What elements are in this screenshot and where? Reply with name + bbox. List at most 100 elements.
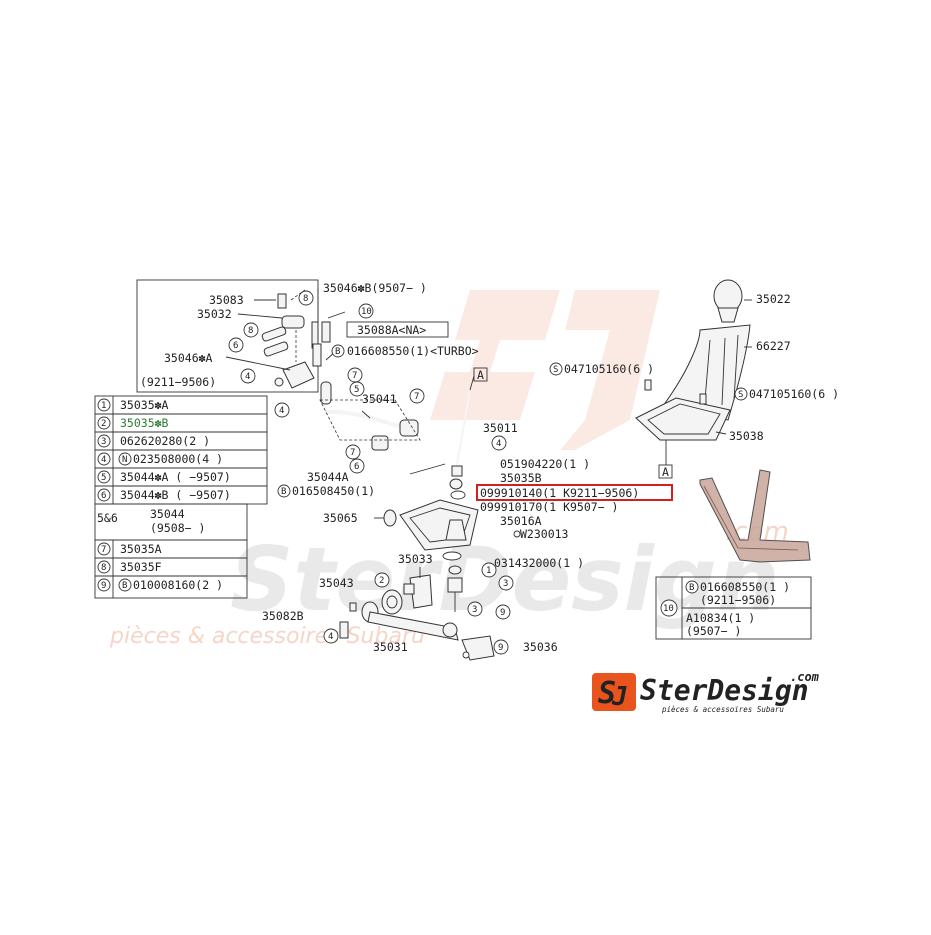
label-047105160-b: 047105160(6 ): [749, 387, 839, 401]
logo-com: .com: [790, 670, 820, 684]
legend-row-9-prefix-circle: [118, 578, 132, 592]
label-W230013: W230013: [520, 527, 569, 541]
legend-row-4-prefix-number: N: [122, 455, 127, 465]
legend-row-1-text: 35035✽A: [120, 398, 169, 412]
legend-row-8-circle: [97, 560, 111, 574]
legend-row-2-number: 2: [101, 419, 106, 429]
sterdesign-logo: S J SterDesign .com pièces & accessoires…: [592, 670, 820, 714]
callout-circles: 8 8 6 4 4 10 7 5 7 7 6 4 2 3 1 3 9 9 4: [228, 290, 514, 655]
label-35082B: 35082B: [262, 609, 304, 623]
svg-text:2: 2: [379, 576, 384, 586]
label-35038: 35038: [729, 429, 764, 443]
label-35046B: 35046✽B(9507− ): [323, 281, 427, 295]
part-35083-shape: [277, 293, 287, 309]
svg-text:4: 4: [496, 439, 501, 449]
legend-10-line1: 016608550(1 ): [700, 580, 790, 594]
shift-linkage: [312, 311, 446, 475]
svg-text:J: J: [611, 682, 628, 712]
legend-10-line4: (9507− ): [686, 624, 741, 638]
legend-row-8-number: 8: [101, 563, 106, 573]
legend-row-1-number: 1: [101, 401, 106, 411]
label-099910170: 099910170(1 K9507− ): [480, 500, 618, 514]
svg-text:9: 9: [500, 608, 505, 618]
legend-10-B: B: [689, 583, 694, 593]
label-35016A: 35016A: [500, 514, 542, 528]
svg-text:4: 4: [245, 372, 250, 382]
legend-row-2-circle: [97, 416, 111, 430]
legend-row-4-number: 4: [101, 455, 106, 465]
legend-row-5-circle: [97, 470, 111, 484]
legend-row-6-text: 35044✽B ( −9507): [120, 488, 231, 502]
legend-row-7-text: 35035A: [120, 542, 162, 556]
svg-text:S: S: [598, 676, 616, 711]
shift-knob-shape: [713, 279, 743, 313]
label-35011: 35011: [483, 421, 518, 435]
ref-A-1: A: [477, 368, 484, 382]
legend-row-2-text: 35035✽B: [120, 416, 169, 430]
svg-text:3: 3: [503, 579, 508, 589]
legend-row-5-number: 5: [101, 473, 106, 483]
label-099910140: 099910140(1 K9211−9506): [480, 486, 639, 500]
legend-row-9-circle: [97, 578, 111, 592]
highlight-box: [476, 484, 673, 501]
legend-10-line2: (9211−9506): [700, 593, 776, 607]
label-35031: 35031: [373, 640, 408, 654]
legend-row-6-number: 6: [101, 491, 106, 501]
label-35036: 35036: [523, 640, 558, 654]
label-35046A: 35046✽A: [164, 351, 213, 365]
legend-table: [94, 395, 268, 599]
logo-tagline: pièces & accessoires Subaru: [662, 705, 784, 714]
label-35041: 35041: [362, 392, 397, 406]
legend-row-3-circle: [97, 434, 111, 448]
svg-text:7: 7: [414, 392, 419, 402]
boot-66227-shape: [659, 324, 751, 421]
legend-row-4-prefix-circle: [118, 452, 132, 466]
legend-row-7-circle: [97, 542, 111, 556]
label-35035B: 35035B: [500, 471, 542, 485]
ref-A-2: A: [662, 465, 669, 479]
legend-row-1-circle: [97, 398, 111, 412]
label-35022: 35022: [756, 292, 791, 306]
callout-S-2: S: [738, 390, 743, 400]
legend-row-4-text: 023508000(4 ): [133, 452, 223, 466]
svg-text:9: 9: [498, 643, 503, 653]
svg-text:7: 7: [350, 448, 355, 458]
shift-knob-assembly: [635, 279, 752, 465]
legend-10: 10 B 016608550(1 ) (9211−9506) A10834(1 …: [655, 576, 812, 640]
shift-boot-assembly: [374, 499, 521, 612]
svg-text:8: 8: [248, 326, 253, 336]
svg-text:1: 1: [486, 566, 491, 576]
legend-row-8-text: 35035F: [120, 560, 162, 574]
legend-row-3-number: 3: [101, 437, 106, 447]
label-35043: 35043: [319, 576, 354, 590]
legend-combo-text1: 35044: [150, 507, 185, 521]
label-35033: 35033: [398, 552, 433, 566]
legend-row-9-prefix-number: B: [122, 581, 127, 591]
lower-rod-assembly: [339, 567, 495, 661]
label-031432000: 031432000(1 ): [494, 556, 584, 570]
label-35065: 35065: [323, 511, 358, 525]
logo-mark: [592, 673, 636, 711]
label-35044A: 35044A: [307, 470, 349, 484]
legend-row-4-circle: [97, 452, 111, 466]
ref-A-box-2: [658, 464, 673, 479]
label-35032: 35032: [197, 307, 232, 321]
svg-text:3: 3: [472, 605, 477, 615]
console-bracket: [699, 469, 811, 563]
label-35088A: 35088A<NA>: [357, 323, 426, 337]
watermark-tagline: pièces & accessoires Subaru: [109, 624, 425, 649]
callout-B-2: B: [281, 487, 286, 497]
part-35046A-shape: [282, 361, 315, 389]
legend-row-5-text: 35044✽A ( −9507): [120, 470, 231, 484]
legend-10-number: 10: [663, 604, 674, 614]
legend-row-9-text: 010008160(2 ): [133, 578, 223, 592]
shift-rod-35011: [451, 375, 475, 477]
legend-10-line3: A10834(1 ): [686, 611, 755, 625]
label-047105160-a: 047105160(6 ): [564, 362, 654, 376]
legend-row-6-circle: [97, 488, 111, 502]
legend-row-9-number: 9: [101, 581, 106, 591]
label-66227: 66227: [756, 339, 791, 353]
